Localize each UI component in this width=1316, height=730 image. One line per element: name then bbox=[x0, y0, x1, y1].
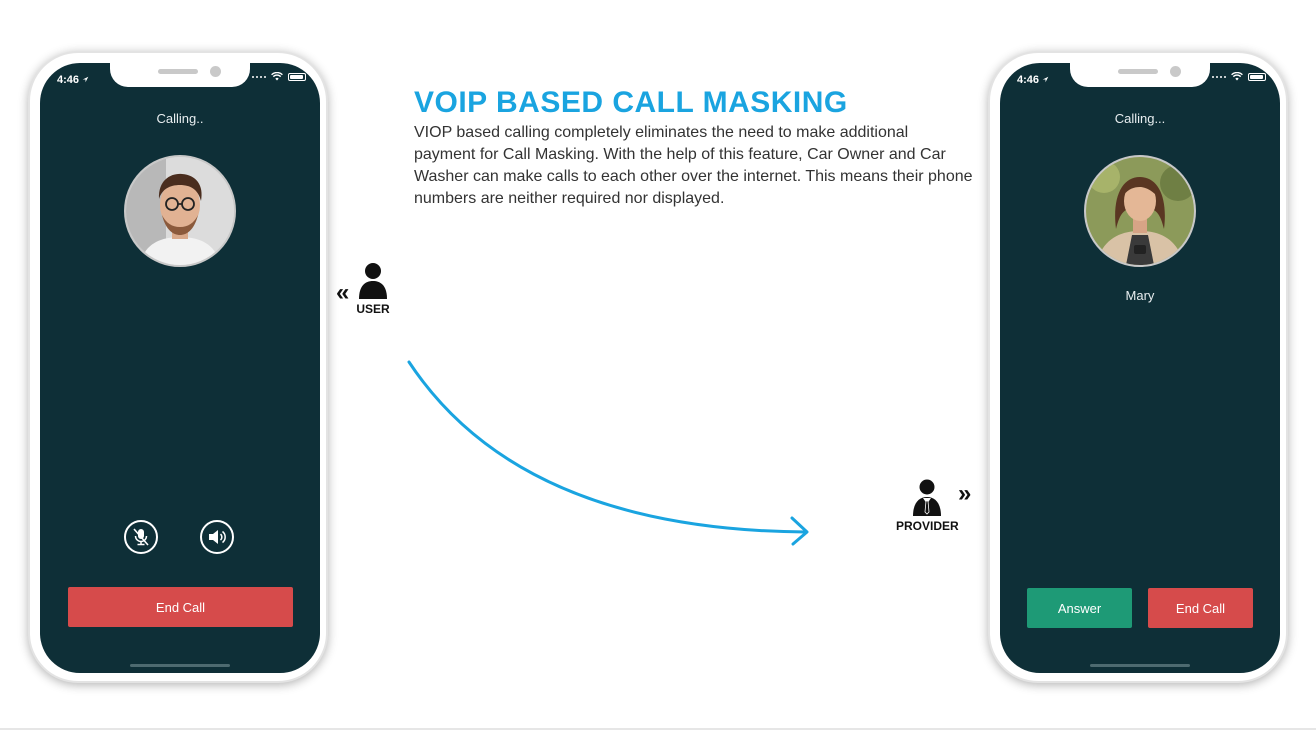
location-arrow-icon bbox=[1042, 76, 1049, 83]
mute-button[interactable] bbox=[124, 520, 158, 554]
speaker-icon bbox=[209, 530, 226, 544]
status-bar-time: 4:46 bbox=[1017, 74, 1049, 86]
feature-title: VOIP BASED CALL MASKING bbox=[414, 86, 848, 119]
double-chevron-left-icon: « bbox=[336, 279, 350, 306]
wifi-icon bbox=[271, 72, 283, 81]
status-bar-icons bbox=[252, 72, 306, 81]
battery-icon bbox=[1248, 72, 1266, 81]
status-bar-icons bbox=[1212, 72, 1266, 81]
caller-avatar-woman bbox=[1084, 155, 1196, 267]
phone-notch bbox=[1070, 63, 1210, 87]
call-status: Calling.. bbox=[156, 111, 204, 126]
call-status: Calling... bbox=[1114, 111, 1166, 126]
user-phone: 4:46 Calling.. bbox=[28, 51, 328, 683]
signal-icon bbox=[1212, 75, 1226, 78]
mute-microphone-icon bbox=[133, 528, 149, 546]
location-arrow-icon bbox=[82, 76, 89, 83]
end-call-button[interactable]: End Call bbox=[68, 587, 293, 627]
speaker-button[interactable] bbox=[200, 520, 234, 554]
provider-icon bbox=[913, 479, 942, 516]
provider-phone: 4:46 Calling... Mary Answer bbox=[988, 51, 1288, 683]
home-indicator[interactable] bbox=[1090, 664, 1190, 667]
home-indicator[interactable] bbox=[130, 664, 230, 667]
front-camera bbox=[210, 66, 221, 77]
caller-name: Mary bbox=[1125, 288, 1155, 303]
user-icon bbox=[359, 263, 387, 299]
provider-role-marker: PROVIDER bbox=[896, 479, 959, 533]
phone-notch bbox=[110, 63, 250, 87]
caller-avatar-man bbox=[124, 155, 236, 267]
front-camera bbox=[1170, 66, 1181, 77]
wifi-icon bbox=[1231, 72, 1243, 81]
bottom-divider bbox=[0, 728, 1316, 730]
signal-icon bbox=[252, 75, 266, 78]
earpiece-speaker bbox=[158, 69, 198, 74]
earpiece-speaker bbox=[1118, 69, 1158, 74]
provider-call-screen: 4:46 Calling... Mary Answer bbox=[1000, 63, 1280, 673]
user-label: USER bbox=[356, 302, 390, 316]
battery-icon bbox=[288, 72, 306, 81]
end-call-button[interactable]: End Call bbox=[1148, 588, 1253, 628]
status-bar-time: 4:46 bbox=[57, 74, 89, 86]
user-call-screen: 4:46 Calling.. bbox=[40, 63, 320, 673]
feature-description: VIOP based calling completely eliminates… bbox=[414, 124, 973, 207]
answer-button[interactable]: Answer bbox=[1027, 588, 1132, 628]
double-chevron-right-icon: » bbox=[958, 480, 972, 507]
provider-label: PROVIDER bbox=[896, 519, 959, 533]
user-role-marker: USER bbox=[356, 262, 390, 316]
